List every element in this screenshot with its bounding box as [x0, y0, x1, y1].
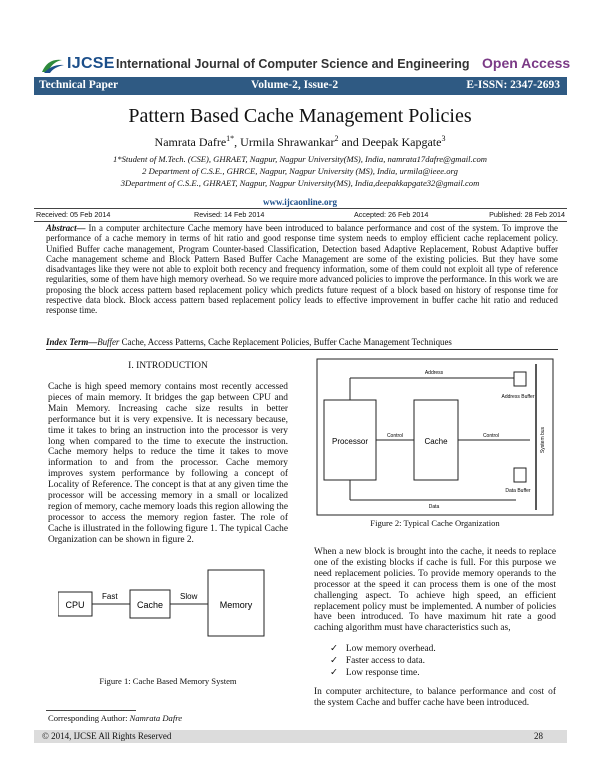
header-banner: Technical Paper Volume-2, Issue-2 E-ISSN…: [34, 77, 567, 95]
check-icon: ✓: [330, 644, 338, 654]
copyright: © 2014, IJCSE All Rights Reserved: [42, 731, 172, 741]
abstract: Abstract— In a computer architecture Cac…: [46, 223, 558, 316]
affiliation-3: 3Department of C.S.E., GHRAET, Nagpur, N…: [120, 178, 480, 188]
data-label: Data: [429, 504, 440, 510]
address-buffer-label: Address Buffer: [502, 394, 535, 400]
affiliation-1: 1*Student of M.Tech. (CSE), GHRAET, Nagp…: [113, 154, 487, 164]
list-item: ✓ Low response time.: [330, 667, 444, 679]
paper-type: Technical Paper: [39, 79, 119, 91]
accepted-date: Accepted: 26 Feb 2014: [354, 210, 429, 219]
author-and: and: [338, 135, 362, 149]
system-bus-label: System bus: [540, 426, 546, 453]
author-1[interactable]: Namrata Dafre: [154, 135, 227, 149]
author-separator: ,: [234, 135, 241, 149]
eissn: E-ISSN: 2347-2693: [466, 79, 560, 91]
author-3[interactable]: Deepak Kapgate: [361, 135, 442, 149]
figure-2-diagram: Processor Cache Control Control Address …: [316, 358, 554, 516]
abstract-text: In a computer architecture Cache memory …: [46, 223, 558, 316]
volume-issue: Volume-2, Issue-2: [251, 79, 339, 91]
published-date: Published: 28 Feb 2014: [489, 210, 565, 219]
dates-bar: Received: 05 Feb 2014 Revised: 14 Feb 20…: [34, 208, 567, 222]
revised-date: Revised: 14 Feb 2014: [194, 210, 265, 219]
closing-paragraph: In computer architecture, to balance per…: [314, 687, 556, 708]
list-item: ✓ Low memory overhead.: [330, 643, 444, 655]
fast-label: Fast: [102, 592, 118, 601]
list-item-text: Faster access to data.: [345, 656, 425, 666]
list-item-text: Low response time.: [345, 668, 420, 678]
index-terms-label: Index Term—: [46, 337, 98, 347]
cache-box-2: [413, 399, 459, 481]
intro-paragraph: Cache is high speed memory contains most…: [48, 382, 288, 545]
control-label-1: Control: [387, 433, 403, 439]
memory-box: [207, 569, 265, 637]
replacement-paragraph: When a new block is brought into the cac…: [314, 547, 556, 634]
list-item-text: Low memory overhead.: [345, 644, 436, 654]
cpu-box: [58, 591, 93, 617]
figure-1-caption: Figure 1: Cache Based Memory System: [99, 676, 237, 686]
journal-logo-text: IJCSE: [67, 55, 115, 72]
corresponding-author-label: Corresponding Author:: [48, 713, 130, 723]
affiliation-2: 2 Department of C.S.E., GHRCE, Nagpur, N…: [142, 166, 458, 176]
index-terms-first: Buffer: [97, 337, 120, 347]
footnote-divider: [46, 710, 136, 711]
address-buffer-box: [513, 371, 527, 387]
slow-label: Slow: [180, 592, 198, 601]
author-1-mark: 1*: [226, 134, 235, 143]
figure-2-caption: Figure 2: Typical Cache Organization: [370, 518, 500, 528]
characteristics-list: ✓ Low memory overhead. ✓ Faster access to …: [330, 643, 444, 679]
open-access-label: Open Access: [482, 55, 571, 71]
check-icon: ✓: [330, 668, 338, 678]
author-3-mark: 3: [441, 134, 446, 143]
page-number: 28: [534, 731, 543, 741]
website-link[interactable]: www.ijcaonline.org: [263, 197, 337, 207]
page-footer: © 2014, IJCSE All Rights Reserved 28: [34, 730, 567, 743]
corresponding-author: Corresponding Author: Namrata Dafre: [48, 713, 182, 723]
cache-label-2: Cache: [424, 437, 448, 446]
abstract-label: Abstract—: [46, 223, 86, 233]
memory-label: Memory: [220, 600, 253, 610]
cache-label: Cache: [137, 600, 163, 610]
cpu-label: CPU: [65, 600, 84, 610]
check-icon: ✓: [330, 656, 338, 666]
control-label-2: Control: [483, 433, 499, 439]
corresponding-author-name: Namrata Dafre: [129, 713, 183, 723]
author-line: Namrata Dafre1*, Urmila Shrawankar2 and …: [0, 134, 600, 150]
data-buffer-box: [513, 467, 527, 483]
author-2-mark: 2: [334, 134, 339, 143]
processor-label: Processor: [332, 437, 368, 446]
journal-title: International Journal of Computer Scienc…: [116, 57, 470, 71]
cache-box: [129, 589, 171, 619]
address-label: Address: [425, 370, 444, 376]
list-item: ✓ Faster access to data.: [330, 655, 444, 667]
section-divider: [46, 349, 558, 350]
paper-title: Pattern Based Cache Management Policies: [128, 105, 472, 127]
index-terms-rest: Cache, Access Patterns, Cache Replacemen…: [119, 337, 452, 347]
journal-logo-icon: [42, 59, 64, 73]
index-terms: Index Term—Buffer Cache, Access Patterns…: [46, 337, 558, 347]
section-heading-introduction: I. INTRODUCTION: [128, 361, 208, 371]
author-2[interactable]: Urmila Shrawankar: [240, 135, 335, 149]
figure-1-diagram: CPU Fast Cache Slow Memory: [58, 569, 265, 637]
received-date: Received: 05 Feb 2014: [36, 210, 111, 219]
data-buffer-label: Data Buffer: [505, 488, 531, 494]
